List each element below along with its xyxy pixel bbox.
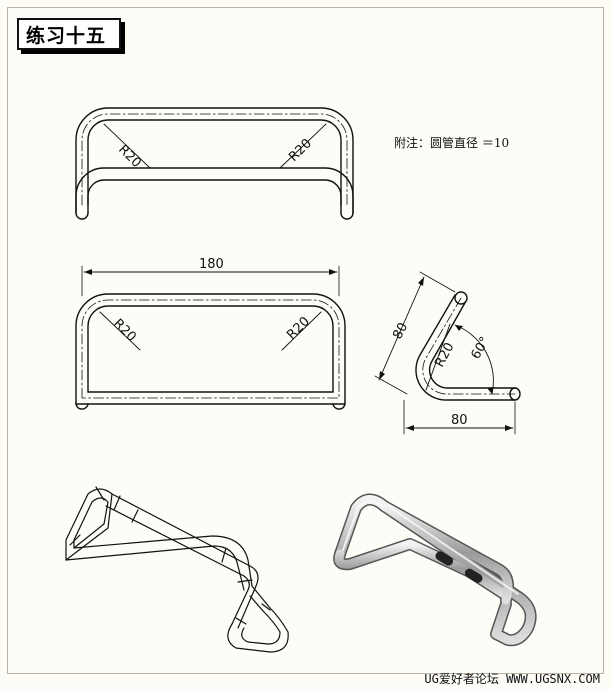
side-length-diagonal-label: 80: [390, 320, 411, 342]
page-frame: [7, 7, 604, 674]
top-view: [75, 107, 354, 220]
side-radius-label: R20: [432, 340, 457, 370]
top-view-radius-right-label: R20: [286, 136, 315, 165]
front-radius-left-label: R20: [110, 316, 139, 345]
side-view: [374, 271, 521, 435]
pipe-diameter-note: 附注：圆管直径 ＝10: [394, 136, 510, 150]
front-radius-right-label: R20: [284, 314, 313, 343]
top-view-radius-left-label: R20: [115, 142, 144, 171]
isometric-wireframe-view: [65, 486, 289, 653]
site-watermark: UG爱好者论坛 WWW.UGSNX.COM: [424, 672, 600, 686]
exercise-title-text: 练习十五: [26, 24, 107, 47]
side-length-horizontal-label: 80: [451, 413, 468, 428]
exercise-title: 练习十五: [17, 18, 121, 50]
shaded-3d-view: [333, 493, 537, 647]
front-width-label: 180: [199, 257, 224, 272]
front-view: [75, 265, 346, 410]
